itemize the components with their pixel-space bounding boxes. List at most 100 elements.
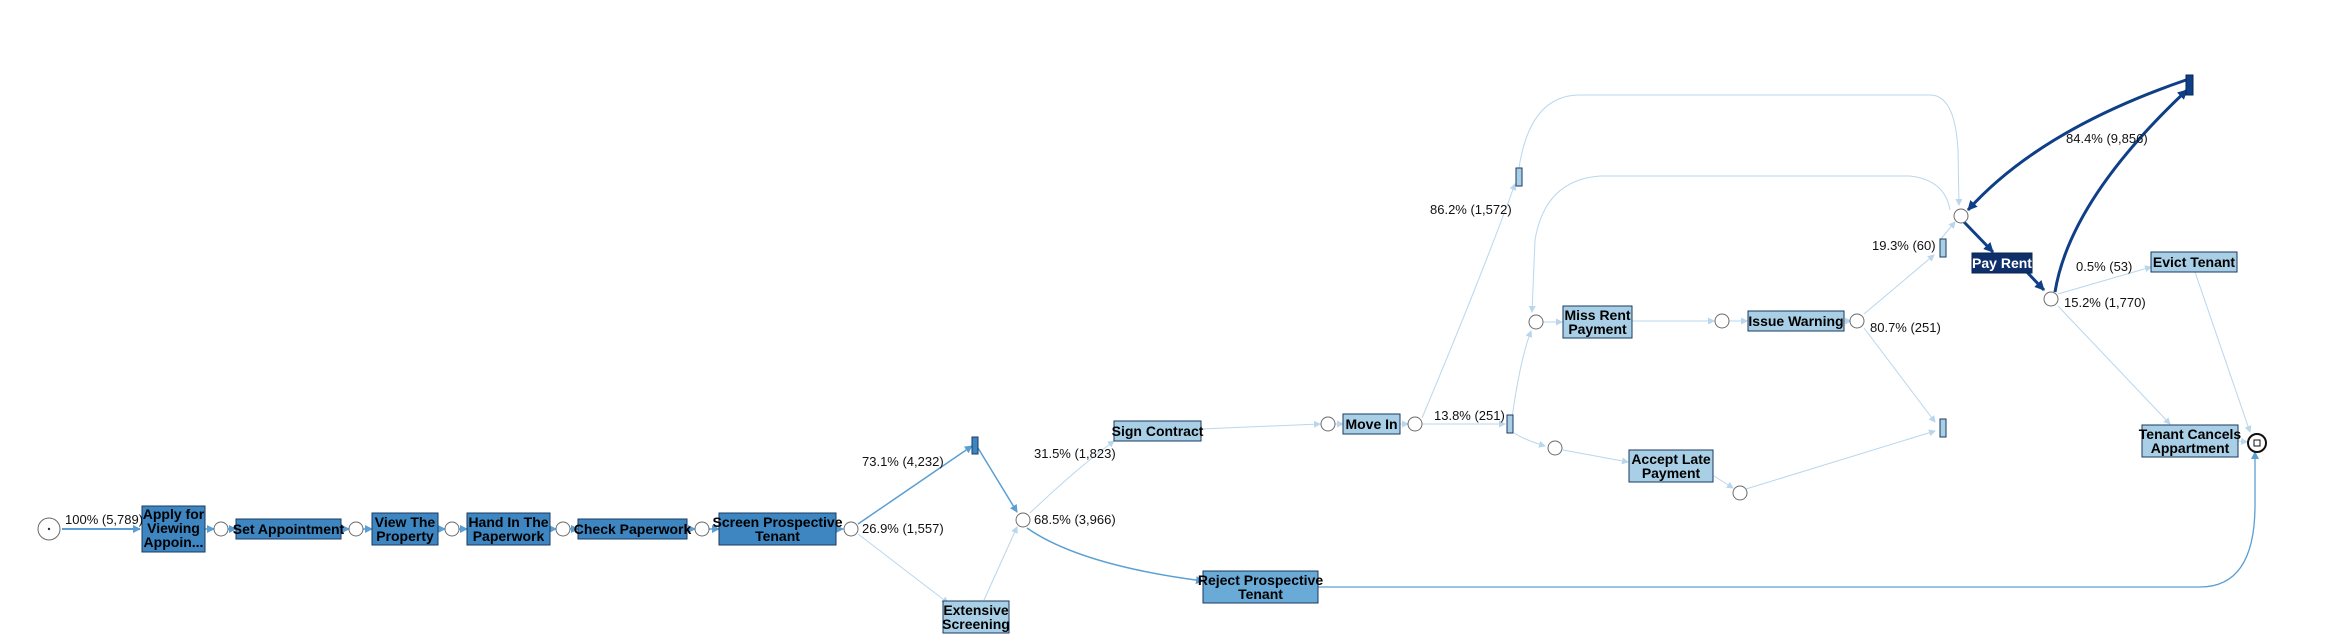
activity-label: Apply for [143,506,205,522]
edge [1029,440,1115,514]
edge [1528,175,1951,313]
edge-label: 31.5% (1,823) [1034,446,1116,461]
silent-transition [1939,418,1947,438]
activity-sign-contract[interactable]: Sign Contract [1112,420,1204,442]
activity-label: Evict Tenant [2153,254,2236,270]
edge [1713,475,1734,489]
edge-label: 84.4% (9,856) [2066,131,2148,146]
activity-label: Screen Prospective [713,514,843,530]
activity-label: Move In [1345,416,1397,432]
activity-pay-rent[interactable]: Pay Rent [1971,252,2033,274]
place [348,521,364,537]
edge [1511,330,1533,419]
end-token [2253,439,2261,447]
svg-text:Evict Tenant: Evict Tenant [2153,254,2236,270]
edge-label: 86.2% (1,572) [1430,202,1512,217]
edge [2057,265,2152,295]
activity-label: Accept Late [1631,451,1711,467]
edge [1966,78,2187,212]
activity-label: Appartment [2151,440,2230,456]
edge-label: 68.5% (3,966) [1034,512,1116,527]
place [2043,291,2059,307]
edge [2194,271,2252,433]
activity-label: Tenant [755,528,800,544]
activity-label: Tenant Cancels [2139,426,2242,442]
edge-labels: 100% (5,789) 73.1% (4,232) 26.9% (1,557)… [65,131,2148,536]
activity-issue-warning[interactable]: Issue Warning [1747,310,1845,332]
activity-label: Viewing [147,520,200,536]
place [213,521,229,537]
edge [1421,183,1517,419]
svg-text:Set Appointment: Set Appointment [233,521,345,537]
edges [62,78,2259,604]
place [1849,313,1865,329]
silent-transition [1939,238,1947,258]
edge-label: 26.9% (1,557) [862,521,944,536]
edge-label: 73.1% (4,232) [862,454,944,469]
silent-transition [2185,74,2194,96]
activity-label: Payment [1568,321,1627,337]
edge [2237,437,2248,445]
place [555,521,571,537]
edge-label: 19.3% (60) [1872,238,1936,253]
activity-label: Hand In The [468,514,548,530]
silent-transition [971,436,979,455]
edge [1318,451,2259,588]
edge [1745,429,1936,490]
activity-label: Extensive [943,602,1009,618]
activity-check-paperwork[interactable]: Check Paperwork [574,518,692,540]
activity-label: Check Paperwork [574,521,692,537]
place [1547,440,1563,456]
edge [1026,527,1204,585]
edge [1518,94,1963,206]
edge [1562,449,1629,465]
activity-label: Screening [942,616,1010,632]
end-place [2247,433,2267,453]
svg-text:Check Paperwork: Check Paperwork [574,521,692,537]
svg-text:Issue Warning: Issue Warning [1748,313,1843,329]
edge [2057,305,2171,425]
activity-label: Issue Warning [1748,313,1843,329]
edge-label: 80.7% (251) [1870,320,1941,335]
place [1714,313,1730,329]
edge-label: 15.2% (1,770) [2064,295,2146,310]
activity-label: Paperwork [473,528,545,544]
place [1732,485,1748,501]
activity-label: Set Appointment [233,521,345,537]
place [694,521,710,537]
edge [1962,220,1995,254]
place [444,521,460,537]
activity-move-in[interactable]: Move In [1342,413,1401,435]
activity-label: Property [376,528,434,544]
activity-set-appointment[interactable]: Set Appointment [233,518,345,540]
edge [2053,88,2189,293]
silent-transitions [971,74,2194,455]
edge [1200,420,1321,430]
edge-label: 13.8% (251) [1434,408,1505,423]
places [37,208,2267,541]
silent-transition [1506,414,1514,434]
svg-text:Sign Contract: Sign Contract [1112,423,1204,439]
edge-label: 0.5% (53) [2076,259,2132,274]
start-token [47,527,51,531]
place [1528,314,1544,330]
activity-evict-tenant[interactable]: Evict Tenant [2150,251,2238,273]
edge [1939,221,1956,241]
